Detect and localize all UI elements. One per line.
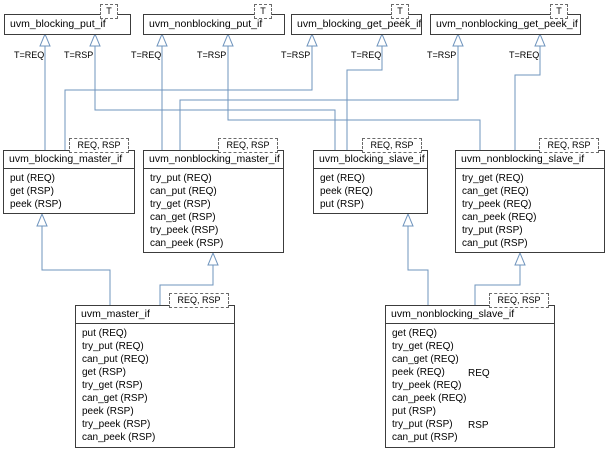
class-title: uvm_nonblocking_get_peek_if — [436, 18, 578, 30]
method-list: put (REQ) try_put (REQ) can_put (REQ) ge… — [82, 328, 156, 443]
binding-label: T=REQ — [131, 50, 162, 60]
template-param-tab: REQ, RSP — [362, 138, 422, 153]
class-title: uvm_nonblocking_slave_if — [456, 151, 604, 169]
group-label-rsp: RSP — [468, 420, 489, 431]
class-box-uvm-nonblocking-slave-if-combined: REQ, RSP uvm_nonblocking_slave_if get (R… — [385, 293, 555, 448]
class-box-uvm-nonblocking-put-if: T uvm_nonblocking_put_if — [143, 4, 285, 35]
class-title: uvm_master_if — [76, 306, 234, 324]
class-box-uvm-master-if: REQ, RSP uvm_master_if put (REQ) try_put… — [75, 293, 235, 448]
method-list: get (REQ) peek (REQ) put (RSP) — [320, 173, 373, 210]
generalization-arrowheads — [36, 32, 546, 266]
template-param-tab: REQ, RSP — [489, 293, 549, 308]
binding-label: T=RSP — [64, 50, 94, 60]
class-box-uvm-nonblocking-slave-if: REQ, RSP uvm_nonblocking_slave_if try_ge… — [455, 138, 605, 253]
class-box-uvm-nonblocking-master-if: REQ, RSP uvm_nonblocking_master_if try_p… — [143, 138, 284, 253]
binding-label: T=RSP — [281, 50, 311, 60]
method-list: put (REQ) get (RSP) peek (RSP) — [10, 173, 62, 210]
template-param-tab: REQ, RSP — [169, 293, 229, 308]
binding-label: T=RSP — [197, 50, 227, 60]
class-box-uvm-blocking-put-if: T uvm_blocking_put_if — [4, 4, 131, 35]
binding-label: T=RSP — [427, 50, 457, 60]
template-param-tab: REQ, RSP — [539, 138, 599, 153]
class-title: uvm_blocking_get_peek_if — [297, 18, 421, 30]
template-param-tab: T — [100, 4, 118, 19]
class-title: uvm_blocking_slave_if — [314, 151, 427, 169]
class-box-uvm-blocking-master-if: REQ, RSP uvm_blocking_master_if put (REQ… — [3, 138, 135, 214]
class-box-uvm-nonblocking-get-peek-if: T uvm_nonblocking_get_peek_if — [430, 4, 581, 35]
template-param-tab: REQ, RSP — [218, 138, 278, 153]
class-title: uvm_blocking_master_if — [4, 151, 134, 169]
template-param-tab: T — [254, 4, 272, 19]
binding-label: T=REQ — [509, 50, 540, 60]
method-list: try_put (REQ) can_put (REQ) try_get (RSP… — [150, 173, 224, 249]
method-list: try_get (REQ) can_get (REQ) try_peek (RE… — [462, 173, 537, 249]
class-title: uvm_nonblocking_put_if — [149, 18, 263, 30]
template-param-tab: T — [550, 4, 568, 19]
class-box-uvm-blocking-slave-if: REQ, RSP uvm_blocking_slave_if get (REQ)… — [313, 138, 428, 214]
class-title: uvm_nonblocking_slave_if — [386, 306, 554, 324]
binding-label: T=REQ — [351, 50, 382, 60]
inheritance-connectors — [41, 46, 541, 305]
template-param-tab: T — [391, 4, 409, 19]
template-param-tab: REQ, RSP — [69, 138, 129, 153]
class-title: uvm_blocking_put_if — [10, 18, 106, 30]
class-box-uvm-blocking-get-peek-if: T uvm_blocking_get_peek_if — [291, 4, 422, 35]
binding-label: T=REQ — [14, 50, 45, 60]
method-list: get (REQ) try_get (REQ) can_get (REQ) pe… — [392, 328, 467, 443]
class-title: uvm_nonblocking_master_if — [144, 151, 283, 169]
group-label-req: REQ — [468, 368, 490, 379]
